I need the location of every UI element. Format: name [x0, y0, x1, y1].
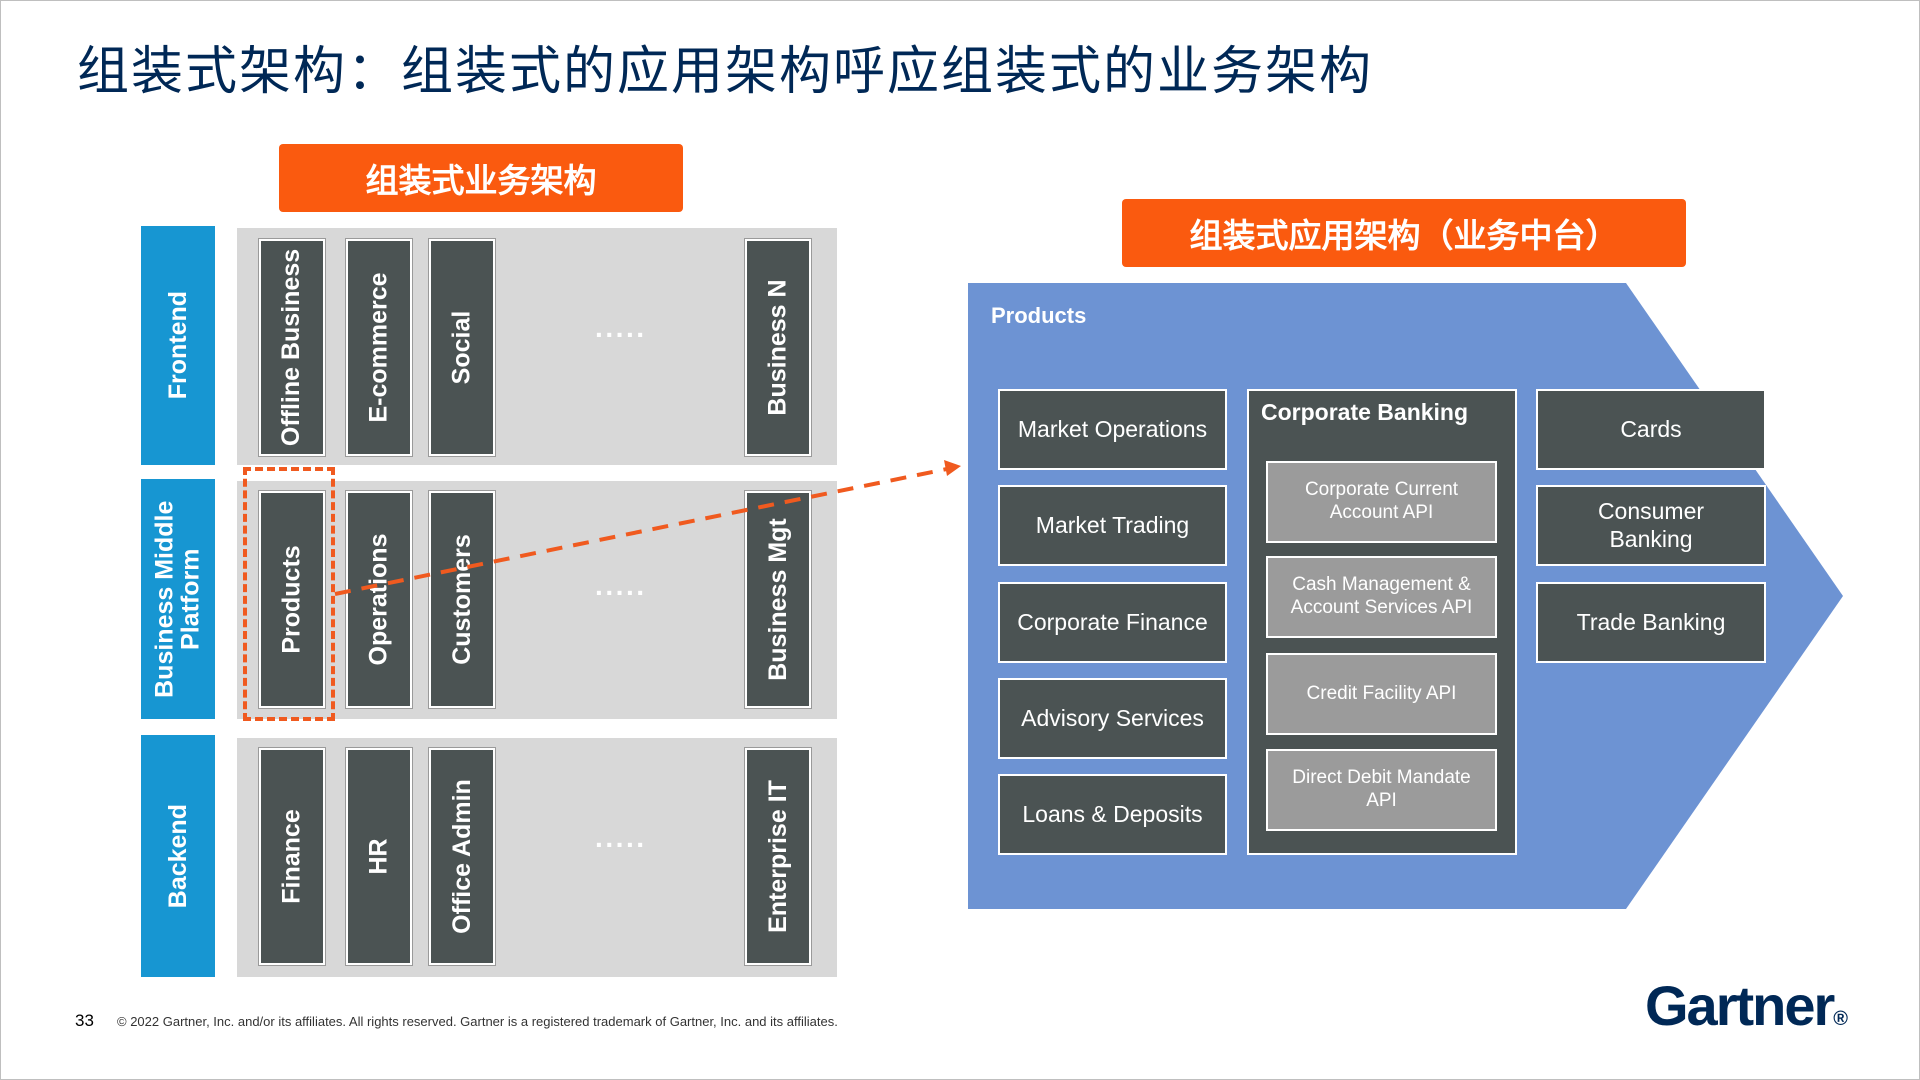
product-trade-banking: Trade Banking: [1536, 582, 1766, 663]
tile-label: HR: [364, 838, 393, 875]
tile-label: Business Mgt: [763, 518, 792, 681]
row-label-backend: Backend: [141, 735, 215, 977]
application-architecture-banner: 组装式应用架构（业务中台）: [1122, 199, 1686, 267]
api-direct-debit-mandate: Direct Debit Mandate API: [1266, 749, 1497, 831]
tile-products: Products: [259, 491, 325, 708]
tile-social: Social: [429, 239, 495, 456]
api-cash-management: Cash Management & Account Services API: [1266, 556, 1497, 638]
copyright-footer: © 2022 Gartner, Inc. and/or its affiliat…: [117, 1014, 838, 1029]
tile-label: Enterprise IT: [763, 780, 792, 933]
business-architecture-banner: 组装式业务架构: [279, 144, 683, 212]
tile-customers: Customers: [429, 491, 495, 708]
slide-title: 组装式架构：组装式的应用架构呼应组装式的业务架构: [77, 42, 1374, 102]
connector-arrowhead: [944, 460, 961, 476]
frontend-row-background: [237, 228, 837, 465]
corporate-banking-title: Corporate Banking: [1261, 399, 1469, 425]
tile-label: Finance: [277, 809, 306, 904]
row-label-backend-text: Backend: [163, 803, 192, 909]
api-corporate-current-account: Corporate Current Account API: [1266, 461, 1497, 543]
tile-office-admin: Office Admin: [429, 748, 495, 965]
tile-label: Social: [447, 310, 476, 385]
row-label-middle-line1: Business Middle: [150, 500, 179, 698]
row-label-frontend: Frontend: [141, 226, 215, 465]
tile-label: Offline Business: [277, 248, 306, 447]
product-consumer-banking: Consumer Banking: [1536, 485, 1766, 566]
tile-label: Operations: [364, 533, 393, 666]
row-label-middle-platform: Business Middle Platform: [141, 479, 215, 719]
row-label-middle-line2: Platform: [177, 548, 206, 650]
tile-e-commerce: E-commerce: [346, 239, 412, 456]
tile-offline-business: Offline Business: [259, 239, 325, 456]
gartner-logo-mark: ®: [1833, 1008, 1848, 1030]
tile-hr: HR: [346, 748, 412, 965]
api-credit-facility: Credit Facility API: [1266, 653, 1497, 735]
product-cards: Cards: [1536, 389, 1766, 470]
tile-label: Office Admin: [447, 779, 476, 934]
frontend-ellipsis: ·····: [595, 319, 647, 350]
tile-enterprise-it: Enterprise IT: [745, 748, 811, 965]
tile-business-n: Business N: [745, 239, 811, 456]
tile-label: E-commerce: [364, 272, 393, 423]
row-label-middle-platform-text: Business Middle Platform: [150, 500, 206, 698]
product-market-trading: Market Trading: [998, 485, 1227, 566]
product-corporate-finance: Corporate Finance: [998, 582, 1227, 663]
tile-label: Business N: [763, 279, 792, 416]
gartner-logo-text: Gartner: [1645, 974, 1835, 1037]
gartner-logo: Gartner®: [1645, 973, 1848, 1038]
page-number: 33: [75, 1011, 94, 1030]
backend-row-background: [237, 738, 837, 977]
products-highlight-dashed-box: [243, 467, 335, 721]
products-heading: Products: [991, 303, 1087, 328]
tile-finance: Finance: [259, 748, 325, 965]
product-market-operations: Market Operations: [998, 389, 1227, 470]
product-advisory-services: Advisory Services: [998, 678, 1227, 759]
tile-label: Customers: [447, 534, 476, 665]
backend-ellipsis: ·····: [595, 829, 647, 860]
product-loans-deposits: Loans & Deposits: [998, 774, 1227, 855]
row-label-frontend-text: Frontend: [163, 291, 192, 400]
tile-operations: Operations: [346, 491, 412, 708]
tile-business-mgt: Business Mgt: [745, 491, 811, 708]
middle-ellipsis: ·····: [595, 577, 647, 608]
